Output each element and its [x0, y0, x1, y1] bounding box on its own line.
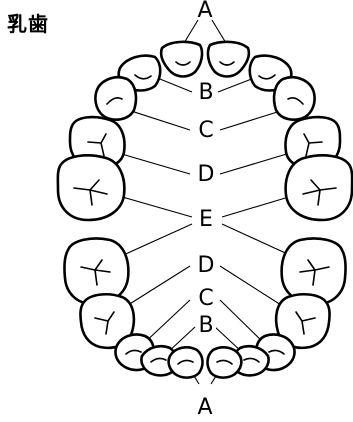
label-A-top: A: [197, 0, 212, 23]
tooth-upper-central-incisor-right: [208, 42, 249, 77]
tooth-lower-central-incisor-left: [169, 347, 203, 377]
label-B-bottom: B: [198, 313, 213, 338]
tooth-lower-central-incisor-right: [207, 347, 241, 377]
label-B-top: B: [198, 80, 213, 105]
label-C-bottom: C: [198, 286, 213, 311]
label-D-bottom: D: [198, 253, 215, 278]
tooth-upper-central-incisor-left: [161, 42, 202, 77]
label-E: E: [199, 207, 213, 232]
label-A-bottom: A: [197, 395, 212, 420]
label-D-top: D: [198, 162, 215, 187]
label-C-top: C: [198, 118, 213, 143]
